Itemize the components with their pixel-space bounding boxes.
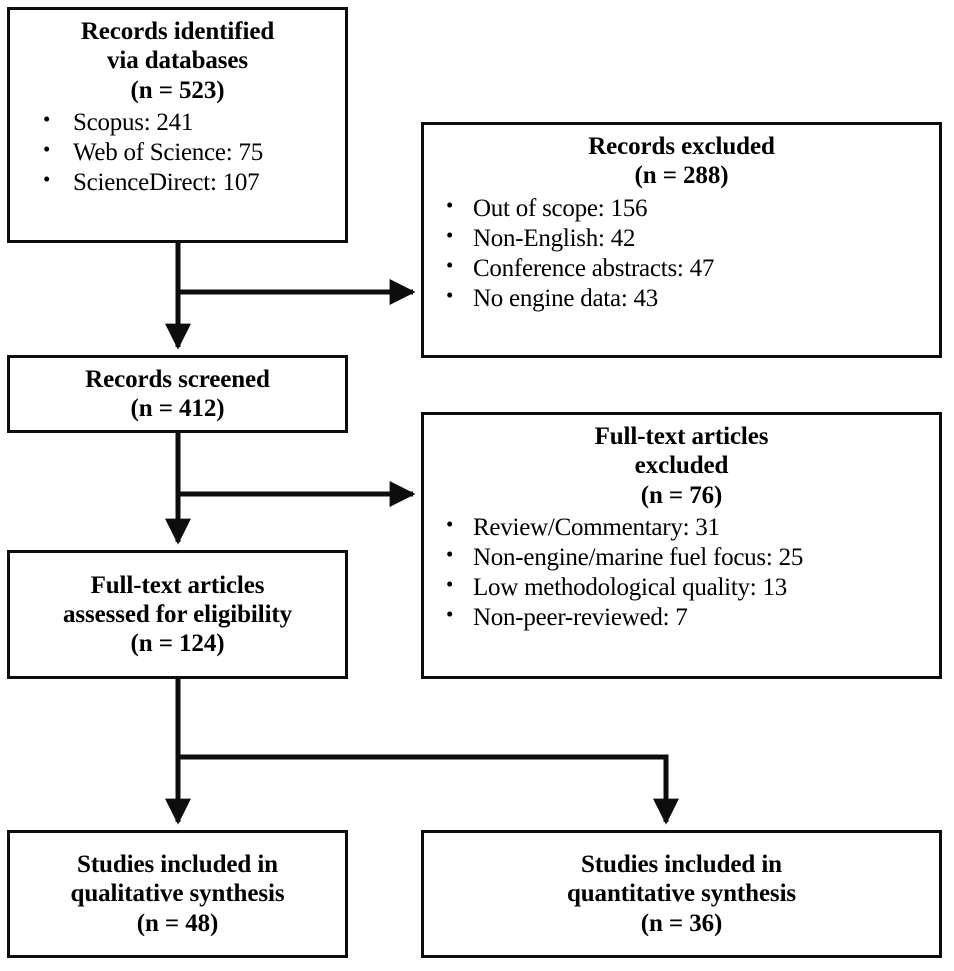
box-records-identified: Records identified via databases (n = 52… <box>7 7 348 243</box>
box-fulltext-excluded-title: Full-text articles excluded (n = 76) <box>424 422 939 510</box>
list-item: Web of Science: 75 <box>10 137 345 168</box>
record-count: (n = 48) <box>136 909 219 937</box>
title-line-2: assessed for eligibility <box>62 600 293 628</box>
title-line-1: Studies included in <box>77 851 278 879</box>
box-records-screened-title: Records screened (n = 412) <box>10 365 345 424</box>
record-count: (n = 288) <box>634 162 729 190</box>
list-item: Review/Commentary: 31 <box>424 512 939 543</box>
list-item: No engine data: 43 <box>424 283 939 314</box>
title-line-2: excluded <box>634 452 729 480</box>
title-line-1: Full-text articles <box>90 571 265 599</box>
title-line-1: Records screened <box>85 365 270 393</box>
list-item: Scopus: 241 <box>10 107 345 138</box>
title-line-2: via databases <box>106 47 249 75</box>
title-line-1: Studies included in <box>581 851 782 879</box>
list-item: Conference abstracts: 47 <box>424 253 939 284</box>
list-item: ScienceDirect: 107 <box>10 167 345 198</box>
title-line-1: Full-text articles <box>594 423 769 450</box>
list-item: Low methodological quality: 13 <box>424 572 939 603</box>
box-qualitative-synthesis: Studies included in qualitative synthesi… <box>7 830 348 958</box>
box-quantitative-synthesis: Studies included in quantitative synthes… <box>421 830 942 958</box>
record-count: (n = 412) <box>130 395 225 422</box>
box-qualitative-synthesis-title: Studies included in qualitative synthesi… <box>10 850 345 938</box>
list-item: Non-engine/marine fuel focus: 25 <box>424 542 939 573</box>
box-records-excluded-title: Records excluded (n = 288) <box>424 132 939 191</box>
box-fulltext-excluded-bullets: Review/Commentary: 31 Non-engine/marine … <box>424 512 939 633</box>
title-line-1: Records excluded <box>588 133 775 160</box>
record-count: (n = 36) <box>640 909 723 937</box>
box-records-identified-bullets: Scopus: 241 Web of Science: 75 ScienceDi… <box>10 107 345 198</box>
box-fulltext-excluded: Full-text articles excluded (n = 76) Rev… <box>421 412 942 679</box>
list-item: Out of scope: 156 <box>424 193 939 224</box>
title-line-2: quantitative synthesis <box>566 880 797 908</box>
record-count: (n = 124) <box>130 630 225 658</box>
box-fulltext-eligibility: Full-text articles assessed for eligibil… <box>7 550 348 679</box>
box-records-excluded-bullets: Out of scope: 156 Non-English: 42 Confer… <box>424 193 939 314</box>
box-records-excluded: Records excluded (n = 288) Out of scope:… <box>421 122 942 358</box>
box-records-screened: Records screened (n = 412) <box>7 355 348 433</box>
title-line-1: Records identified <box>80 18 275 45</box>
connector-eligibility-to-quantitative <box>178 754 679 825</box>
list-item: Non-English: 42 <box>424 223 939 254</box>
box-fulltext-eligibility-title: Full-text articles assessed for eligibil… <box>10 571 345 659</box>
box-quantitative-synthesis-title: Studies included in quantitative synthes… <box>424 850 939 938</box>
list-item: Non-peer-reviewed: 7 <box>424 602 939 633</box>
record-count: (n = 76) <box>640 481 723 509</box>
record-count: (n = 523) <box>130 76 225 104</box>
box-records-identified-title: Records identified via databases (n = 52… <box>10 17 345 105</box>
title-line-2: qualitative synthesis <box>70 880 285 908</box>
